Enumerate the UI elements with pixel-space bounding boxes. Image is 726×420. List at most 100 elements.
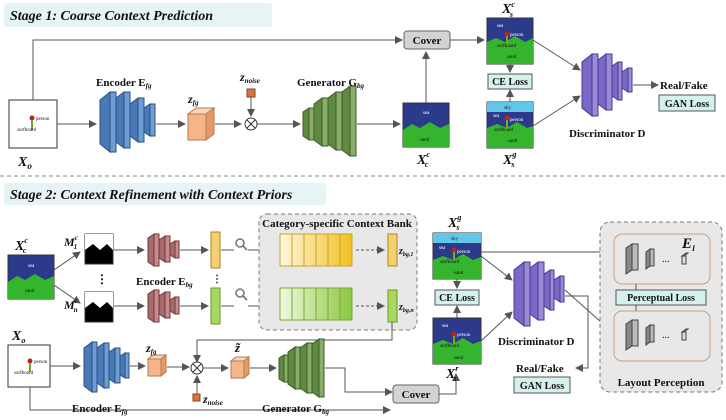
stage1-bypass-arrow — [32, 36, 403, 100]
svg-text:surfboard: surfboard — [497, 44, 517, 49]
svg-text:surfboard: surfboard — [494, 128, 514, 133]
stage1-title: Stage 1: Coarse Context Prediction — [10, 9, 213, 24]
stage1-xsc-image: sea person surfboard sand — [486, 17, 534, 65]
stage2-title-bg — [4, 183, 326, 205]
svg-text:...: ... — [662, 330, 670, 341]
stage1-cover-label: Cover — [413, 35, 442, 47]
svg-text:sand: sand — [454, 356, 464, 361]
context-bank-yellow-stack — [279, 233, 353, 267]
stage1-xsg-image: sky sea person surfboard sand — [486, 101, 534, 149]
svg-text:sand: sand — [508, 139, 518, 144]
stage1-discriminator-label: Discriminator D — [569, 128, 646, 140]
stage2-generator — [278, 338, 325, 398]
perceptual-loss: Perceptual Loss — [627, 293, 695, 304]
stage2-xcc-image: sea sand — [7, 254, 55, 300]
stage2-encoder-bg-1 — [147, 233, 180, 267]
layout-perception — [599, 221, 723, 393]
stage1-xo-label: Xo — [17, 155, 32, 171]
svg-text:sky: sky — [504, 106, 511, 111]
search-icon — [235, 238, 248, 251]
svg-text:person: person — [457, 333, 471, 338]
stage2-discriminator-label: Discriminator D — [498, 336, 575, 348]
svg-text:sea: sea — [497, 24, 504, 29]
svg-text:surfboard: surfboard — [440, 260, 460, 265]
stage2-ztilde-block — [229, 355, 251, 380]
context-bank-green-stack — [279, 287, 353, 321]
stage2-feat-green — [210, 287, 221, 325]
svg-text:sand: sand — [507, 55, 517, 60]
zbg1-label: zbg,1 — [398, 246, 413, 258]
stage1-concat-op — [244, 117, 258, 131]
stage1-generator — [302, 85, 357, 157]
svg-text:surfboard: surfboard — [17, 128, 37, 133]
stage1-gan-loss: GAN Loss — [665, 99, 709, 110]
ei-label: EI — [681, 236, 696, 253]
stage1-znoise-label: znoise — [239, 70, 260, 85]
perception-net-top: ... — [613, 233, 711, 285]
svg-text:sea: sea — [442, 324, 449, 329]
stage1-ce-loss: CE Loss — [492, 77, 528, 88]
stage2-zfg-block — [146, 353, 168, 378]
context-bank-title: Category-specific Context Bank — [262, 218, 413, 230]
svg-text:surfboard: surfboard — [440, 344, 460, 349]
stage2-encoder-bg-n — [147, 289, 180, 323]
zbg1-vector — [387, 233, 398, 267]
stage2-xo-image: person surfboard — [7, 344, 51, 388]
stage2-ce-loss-box — [434, 289, 480, 306]
svg-text:person: person — [510, 33, 524, 38]
stage2-cover-label: Cover — [402, 389, 431, 401]
svg-text:person: person — [34, 360, 48, 365]
svg-text:sea: sea — [423, 111, 430, 116]
stage2-zfg-label: zfg — [145, 341, 157, 356]
stage2-encoder-fg — [83, 341, 130, 393]
stage1-input-image: person surfboard — [8, 99, 58, 149]
svg-text:surfboard: surfboard — [14, 371, 34, 376]
svg-text:sea: sea — [28, 264, 35, 269]
perception-net-bottom: ... — [613, 310, 711, 362]
svg-text:person: person — [36, 117, 50, 122]
svg-text:person: person — [510, 118, 524, 123]
stage2-ztilde-label: z̃ — [234, 340, 241, 355]
svg-text:sea: sea — [493, 114, 500, 119]
stage2-gan-loss: GAN Loss — [520, 381, 564, 392]
stage2-mask-1 — [84, 233, 114, 265]
stage2-gan-loss-box — [513, 376, 571, 394]
stage2-xsg-image: sky sea person surfboard sand — [432, 232, 482, 280]
stage2-feat-dots: ⋮ — [212, 274, 222, 285]
stage2-discriminator — [513, 260, 565, 328]
svg-text:sand: sand — [420, 138, 430, 143]
stage2-mask-n — [84, 291, 114, 323]
stage2-xo-label: Xo — [11, 329, 25, 345]
svg-text:sand: sand — [454, 271, 464, 276]
svg-text:sky: sky — [451, 237, 458, 242]
stage1-zfg-block — [186, 107, 216, 141]
stage2-realfake: Real/Fake — [516, 363, 564, 375]
stage1-gan-loss-box — [658, 94, 716, 112]
layout-perception-label: Layout Perception — [618, 377, 705, 389]
stage1-realfake: Real/Fake — [660, 80, 708, 92]
stage2-concat-op — [190, 361, 204, 375]
stage1-title-bg — [4, 3, 272, 27]
stage1-encoder-fg — [99, 90, 156, 154]
stage1-zfg-label: zfg — [187, 92, 199, 107]
stage2-znoise-label: znoise — [202, 392, 223, 407]
svg-text:person: person — [457, 250, 471, 255]
svg-text:sand: sand — [25, 289, 35, 294]
stage1-xcc-image: sea sand — [402, 102, 450, 148]
svg-text:...: ... — [662, 254, 670, 265]
stage1-ce-loss-box — [487, 73, 533, 90]
stage2-noise-square — [192, 393, 201, 402]
stage1-generator-label: Generator Gbg — [297, 77, 364, 90]
svg-text:sea: sea — [439, 246, 446, 251]
stage2-ce-loss: CE Loss — [439, 293, 475, 304]
stage2-encoder-bg-label: Encoder Ebg — [136, 276, 193, 289]
stage2-encoder-fg-label: Encoder Efg — [72, 403, 128, 416]
